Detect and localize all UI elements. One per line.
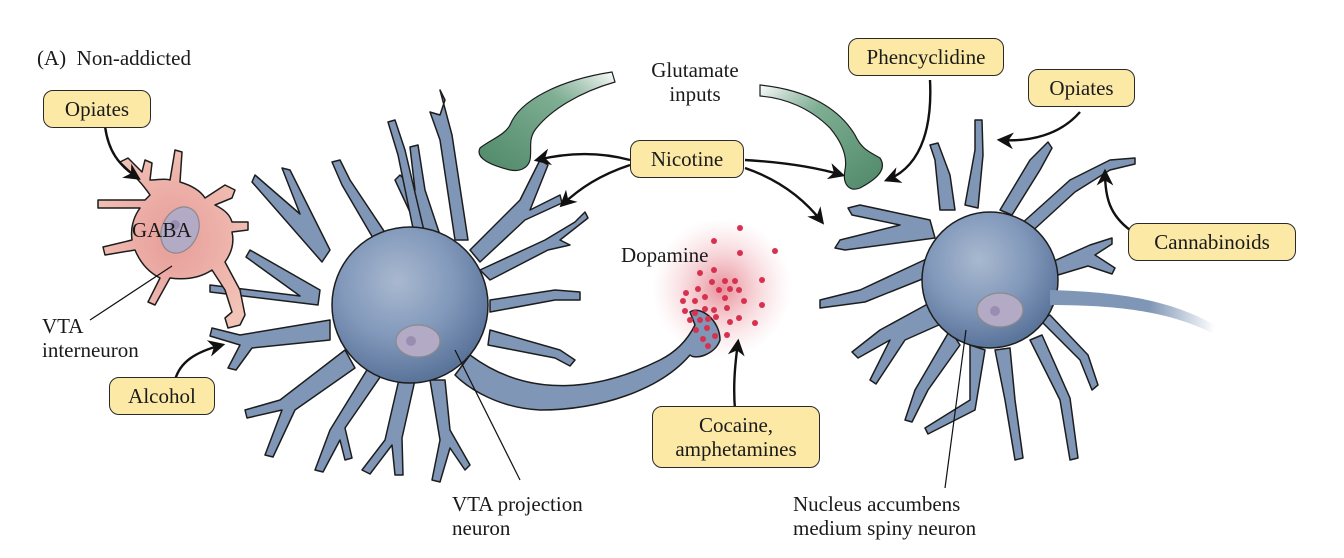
arrow-cocaine [727, 338, 745, 411]
nac-medium-spiny-neuron [819, 119, 1136, 461]
vta-projection-neuron [209, 89, 721, 483]
nac-neuron-label: Nucleus accumbens medium spiny neuron [793, 492, 977, 540]
drug-box-cocaine-amphetamines[interactable]: Cocaine, amphetamines [652, 406, 820, 468]
dopamine-label: Dopamine [621, 243, 709, 267]
panel-label: (A) [37, 46, 67, 70]
arrow-nicotine-nac [744, 166, 825, 225]
vta-interneuron-label: VTA interneuron [42, 314, 139, 362]
glutamate-inputs-label: Glutamate inputs [651, 58, 739, 106]
panel-heading: (A) Non-addicted [37, 46, 191, 70]
arrow-cannabinoids [1096, 168, 1131, 231]
arrow-opiates-right [996, 111, 1081, 150]
arrow-alcohol [173, 340, 226, 381]
leader-lines [89, 265, 967, 489]
drug-box-phencyclidine[interactable]: Phencyclidine [848, 38, 1004, 76]
arrow-nicotine-glutamate-right [744, 158, 846, 180]
drug-box-nicotine[interactable]: Nicotine [630, 140, 744, 178]
dopamine-molecules [680, 225, 778, 349]
drug-box-opiates-left[interactable]: Opiates [43, 90, 151, 128]
gaba-label: GABA [132, 218, 192, 242]
drug-box-cannabinoids[interactable]: Cannabinoids [1128, 223, 1296, 261]
glutamate-terminal-left [478, 71, 616, 172]
nac-axon [1050, 290, 1215, 333]
arrow-opiates-left [103, 125, 141, 180]
glutamate-terminal-right [759, 84, 883, 190]
vta-nucleus [395, 324, 441, 358]
arrow-phencyclidine [883, 79, 932, 183]
dopamine-cloud [652, 218, 792, 358]
panel-title: Non-addicted [76, 46, 191, 70]
arrow-nicotine-glutamate-left [533, 148, 631, 166]
arrow-nicotine-dendrite-left [559, 163, 631, 208]
drug-box-alcohol[interactable]: Alcohol [109, 377, 215, 415]
drug-box-opiates-right[interactable]: Opiates [1028, 69, 1135, 107]
vta-projection-neuron-label: VTA projection neuron [452, 492, 583, 540]
nac-nucleus [976, 292, 1024, 328]
arrows [103, 79, 1131, 411]
gaba-nucleus [160, 206, 200, 254]
